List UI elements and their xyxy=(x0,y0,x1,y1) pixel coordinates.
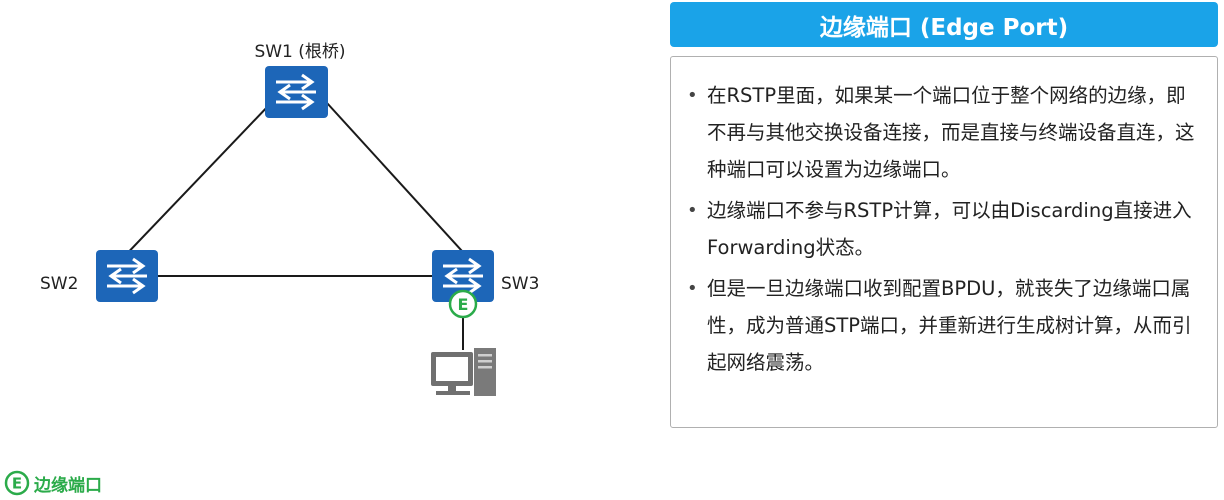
legend-label: 边缘端口 xyxy=(34,475,102,496)
edge-port-marker: E xyxy=(448,289,478,319)
sw3-label: SW3 xyxy=(501,274,539,294)
switch-sw3 xyxy=(432,250,494,302)
bullet-dot-icon: • xyxy=(687,200,698,221)
list-item: • 但是一旦边缘端口收到配置BPDU，就丧失了边缘端口属性，成为普通STP端口，… xyxy=(681,270,1195,381)
legend: E 边缘端口 xyxy=(4,470,102,496)
edge-port-icon: E xyxy=(4,470,30,496)
edge-port-icon xyxy=(448,289,478,319)
list-item: • 在RSTP里面，如果某一个端口位于整个网络的边缘，即不再与其他交换设备连接，… xyxy=(681,77,1195,188)
description-panel: • 在RSTP里面，如果某一个端口位于整个网络的边缘，即不再与其他交换设备连接，… xyxy=(670,56,1218,428)
network-topology-diagram: SW1 (根桥) SW2 SW3 E xyxy=(40,42,539,396)
switch-sw1 xyxy=(265,66,328,118)
edge-port-letter: E xyxy=(458,295,469,314)
bullet-text: 边缘端口不参与RSTP计算，可以由Discarding直接进入Forwardin… xyxy=(707,199,1192,259)
switch-sw2 xyxy=(96,250,158,302)
bullet-dot-icon: • xyxy=(687,278,698,299)
pc-icon xyxy=(431,348,496,396)
bullet-list: • 在RSTP里面，如果某一个端口位于整个网络的边缘，即不再与其他交换设备连接，… xyxy=(681,77,1195,381)
bullet-text: 但是一旦边缘端口收到配置BPDU，就丧失了边缘端口属性，成为普通STP端口，并重… xyxy=(707,277,1192,374)
link-sw1-sw3 xyxy=(326,102,473,263)
list-item: • 边缘端口不参与RSTP计算，可以由Discarding直接进入Forward… xyxy=(681,192,1195,266)
sw2-label: SW2 xyxy=(40,274,78,294)
legend-letter: E xyxy=(12,475,22,493)
bullet-text: 在RSTP里面，如果某一个端口位于整个网络的边缘，即不再与其他交换设备连接，而是… xyxy=(707,84,1195,181)
sw1-label: SW1 (根桥) xyxy=(254,42,345,62)
bullet-dot-icon: • xyxy=(687,85,698,106)
panel-title-bar: 边缘端口 (Edge Port) xyxy=(670,2,1218,47)
panel-title: 边缘端口 (Edge Port) xyxy=(819,14,1069,41)
link-sw1-sw2 xyxy=(118,102,272,263)
